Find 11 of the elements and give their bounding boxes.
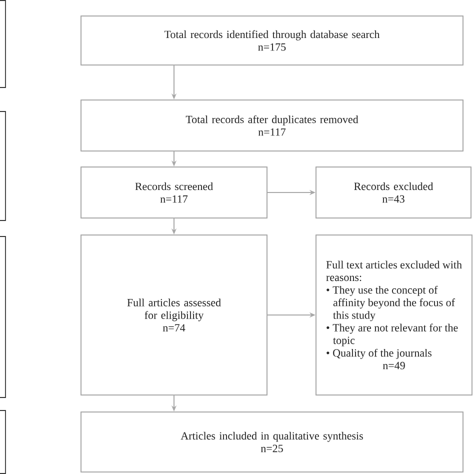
section-box <box>0 111 6 221</box>
section-box <box>0 236 6 398</box>
section-box <box>0 410 6 474</box>
process-box: Records excluded n=43 <box>316 166 472 218</box>
process-box: Articles included in qualitative synthesis n=25 <box>80 412 464 472</box>
process-box: Records screened n=117 <box>80 166 268 218</box>
exclusion-box: Full text articles excluded with reasons: • They use the concept of affinity beyond the focus of this study • They are not relevant for the topic • Quality of the journals n=49 <box>316 234 472 396</box>
section-box <box>0 0 6 88</box>
process-box: Full articles assessed for eligibility n=74 <box>80 234 268 396</box>
process-box: Total records identified through database search n=175 <box>80 16 464 66</box>
process-box: Total records after duplicates removed n=117 <box>80 100 464 152</box>
